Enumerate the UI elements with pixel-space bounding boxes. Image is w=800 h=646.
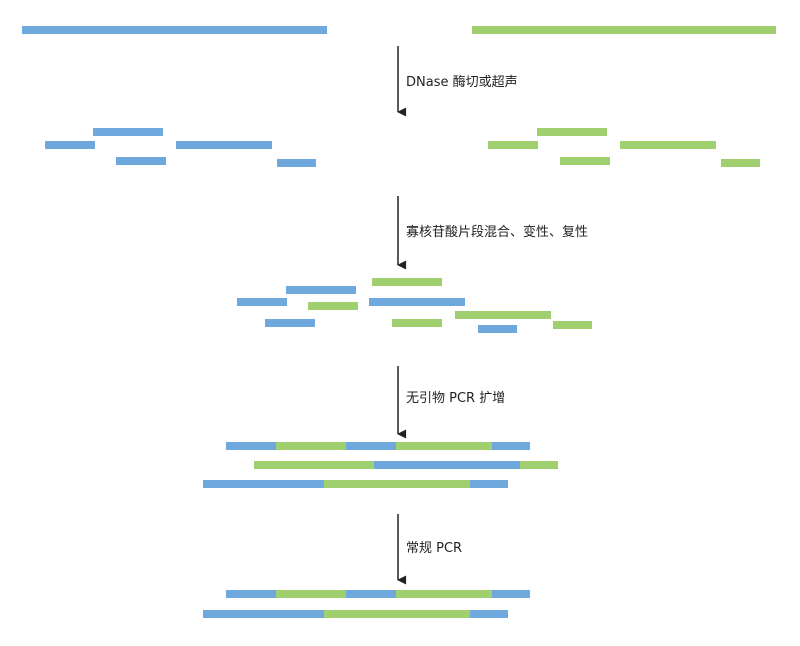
fragment-b <box>721 159 760 167</box>
step-3-label: 无引物 PCR 扩增 <box>406 391 505 406</box>
segment-b <box>276 442 347 450</box>
fragment-a <box>237 298 287 306</box>
stage-chimeric-products <box>203 442 558 488</box>
stage-fragments <box>45 128 760 167</box>
segment-a <box>346 590 397 598</box>
segment-a <box>470 480 508 488</box>
step-1-label: DNase 酶切或超声 <box>406 74 518 90</box>
segment-b <box>324 480 471 488</box>
fragment-b <box>560 157 610 165</box>
fragment-b <box>620 141 716 149</box>
step-4: 常规 PCR <box>397 514 462 585</box>
fragment-a <box>265 319 315 327</box>
chimera-strand <box>226 590 530 598</box>
parent-gene-a <box>22 26 327 34</box>
fragment-b <box>537 128 607 136</box>
fragment-a <box>45 141 95 149</box>
step-2-label: 寡核苷酸片段混合、变性、复性 <box>406 224 588 240</box>
fragment-a <box>478 325 517 333</box>
step-1: DNase 酶切或超声 <box>397 46 518 117</box>
fragment-a <box>286 286 356 294</box>
fragment-a <box>93 128 163 136</box>
chimera-strand <box>254 461 558 469</box>
segment-b <box>396 590 493 598</box>
segment-b <box>276 590 347 598</box>
segment-b <box>324 610 471 618</box>
fragment-b <box>553 321 592 329</box>
stage-mixed-fragments <box>237 278 592 333</box>
segment-a <box>470 610 508 618</box>
segment-b <box>520 461 558 469</box>
stage-final-products <box>203 590 530 618</box>
fragment-b <box>488 141 538 149</box>
segment-a <box>203 480 325 488</box>
segment-a <box>226 442 277 450</box>
segment-a <box>492 590 530 598</box>
step-2: 寡核苷酸片段混合、变性、复性 <box>397 196 588 270</box>
step-3: 无引物 PCR 扩增 <box>397 366 505 439</box>
segment-a <box>226 590 277 598</box>
stage-parent-genes <box>22 26 776 34</box>
parent-gene-b <box>472 26 776 34</box>
segment-a <box>374 461 521 469</box>
fragment-b <box>455 311 551 319</box>
fragment-a <box>277 159 316 167</box>
fragment-b <box>308 302 358 310</box>
segment-b <box>396 442 493 450</box>
chimera-strand <box>226 442 530 450</box>
segment-b <box>254 461 375 469</box>
segment-a <box>492 442 530 450</box>
segment-a <box>346 442 397 450</box>
fragment-a <box>369 298 465 306</box>
fragment-a <box>176 141 272 149</box>
step-4-label: 常规 PCR <box>406 541 462 556</box>
chimera-strand <box>203 480 508 488</box>
fragment-a <box>116 157 166 165</box>
fragment-b <box>372 278 442 286</box>
segment-a <box>203 610 325 618</box>
chimera-strand <box>203 610 508 618</box>
fragment-b <box>392 319 442 327</box>
